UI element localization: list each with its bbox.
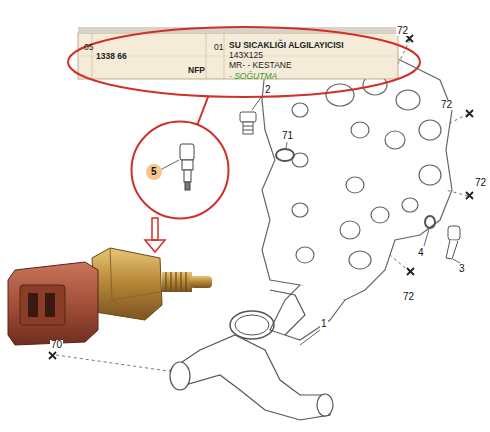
plug — [240, 112, 256, 134]
red-arrow — [145, 218, 165, 252]
callout-number: 2 — [264, 85, 272, 95]
bolt — [446, 226, 460, 259]
callout-number: 71 — [281, 131, 294, 141]
callout-number: 5 — [146, 164, 162, 180]
leader-line — [424, 229, 429, 246]
leader-line — [286, 142, 287, 148]
outline — [130, 120, 230, 220]
part-callout-circle: 5 — [130, 120, 230, 220]
callout-number: 72 — [474, 178, 487, 188]
gasket — [230, 311, 274, 339]
callout-number: 72 — [402, 292, 415, 302]
gasket — [235, 315, 269, 335]
table-cell: 01 — [214, 43, 223, 52]
table-cell: NFP — [188, 66, 205, 75]
part-table-callout: 051338 66 NFP 01 SU SICAKLIĞI ALGILAYICISI1… — [66, 25, 422, 99]
table-cell: - SOĞUTMA — [229, 72, 277, 81]
table-cell: SU SICAKLIĞI ALGILAYICISI — [229, 41, 344, 50]
callout-number: 1 — [320, 319, 328, 329]
callout-number: 70 — [50, 340, 63, 350]
table-cell: 143X125 — [229, 51, 263, 60]
leader-line — [453, 259, 460, 263]
sensor-photo — [8, 248, 212, 345]
o-ring — [276, 149, 294, 161]
table-cell: MR- - KESTANE — [229, 61, 292, 70]
washer — [425, 216, 435, 228]
callout-number: 72 — [396, 26, 409, 36]
leader-line — [252, 96, 262, 110]
callout-number: 3 — [458, 264, 466, 274]
leader-connector — [198, 96, 209, 124]
elbow-pipe — [170, 290, 333, 420]
callout-number: 72 — [440, 100, 453, 110]
cross-mark — [49, 35, 473, 359]
dashed-leader — [56, 40, 468, 372]
leader-line — [300, 330, 320, 345]
callout-number: 4 — [417, 248, 425, 258]
table-cell: 1338 66 — [96, 52, 127, 61]
table-cell: 05 — [84, 43, 93, 52]
